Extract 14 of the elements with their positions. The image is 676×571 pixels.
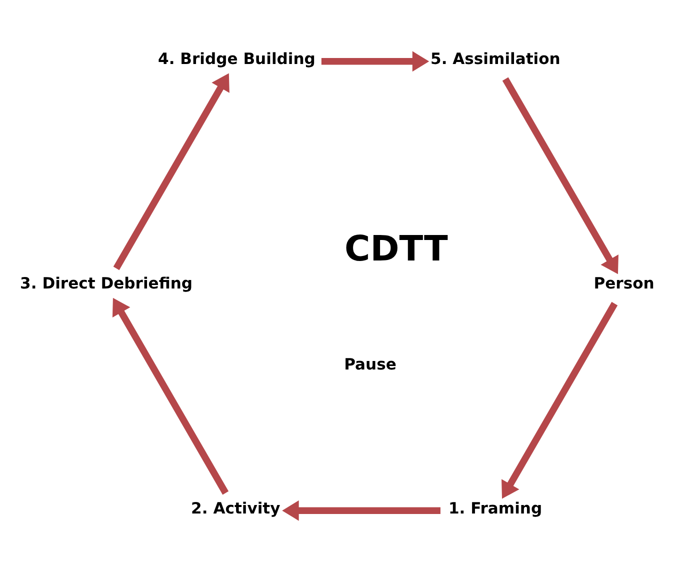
arrow — [282, 500, 440, 520]
node-text: 1. Framing — [448, 498, 542, 517]
arrow — [321, 50, 430, 72]
node-text: Person — [594, 274, 654, 292]
arrow — [502, 301, 618, 498]
arrow — [112, 297, 229, 494]
label: Pause — [344, 354, 396, 373]
node-text: 2. Activity — [191, 498, 280, 517]
label: CDTT — [344, 229, 448, 270]
arrow — [502, 76, 618, 274]
node-text: 4. Bridge Building — [158, 50, 316, 68]
arrow — [113, 72, 230, 270]
node-text: 5. Assimilation — [430, 50, 560, 68]
node-text: 3. Direct Debriefing — [20, 274, 193, 292]
